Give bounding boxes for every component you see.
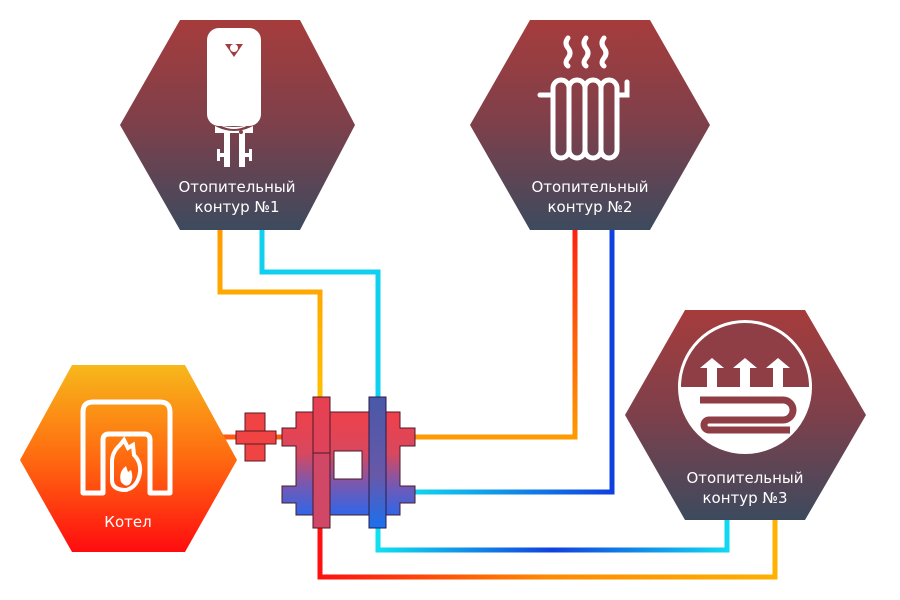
pipe-circuit-1-supply bbox=[217, 228, 323, 400]
node-circuit-3[interactable]: Отопительный контур №3 bbox=[625, 310, 866, 520]
underfloor-heating-icon bbox=[678, 320, 812, 454]
node-circuit-2[interactable]: Отопительный контур №2 bbox=[470, 20, 710, 230]
circuit-1-label-line1: Отопительный bbox=[178, 178, 295, 196]
circuit-3-label-line1: Отопительный bbox=[686, 469, 803, 487]
pipe-circuit-2-supply bbox=[410, 228, 578, 440]
pipe-circuit-3-supply bbox=[317, 515, 778, 580]
pipe-circuit-1-return bbox=[259, 228, 381, 400]
circuit-3-label-line2: контур №3 bbox=[702, 489, 787, 507]
hexagon-boiler bbox=[20, 365, 237, 552]
circuit-2-label-line2: контур №2 bbox=[547, 198, 632, 216]
pipe-circuit-3-return bbox=[375, 515, 730, 553]
pipe-circuit-2-return bbox=[410, 228, 615, 495]
pipes bbox=[205, 228, 778, 580]
water-heater-icon bbox=[207, 28, 261, 167]
circuit-2-label-line1: Отопительный bbox=[531, 178, 648, 196]
hexagon-circuit-2 bbox=[470, 20, 710, 230]
boiler-label: Котел bbox=[104, 513, 151, 531]
boiler-connector bbox=[235, 412, 277, 462]
manifold-return-bar bbox=[368, 396, 387, 529]
circuit-1-label-line2: контур №1 bbox=[194, 198, 279, 216]
hydraulic-manifold[interactable] bbox=[235, 396, 416, 529]
boiler-flame-icon bbox=[80, 399, 173, 496]
manifold-body bbox=[281, 411, 416, 516]
node-circuit-1[interactable]: Отопительный контур №1 bbox=[120, 20, 355, 230]
node-boiler[interactable]: Котел bbox=[20, 365, 237, 552]
radiator-icon bbox=[537, 35, 630, 161]
